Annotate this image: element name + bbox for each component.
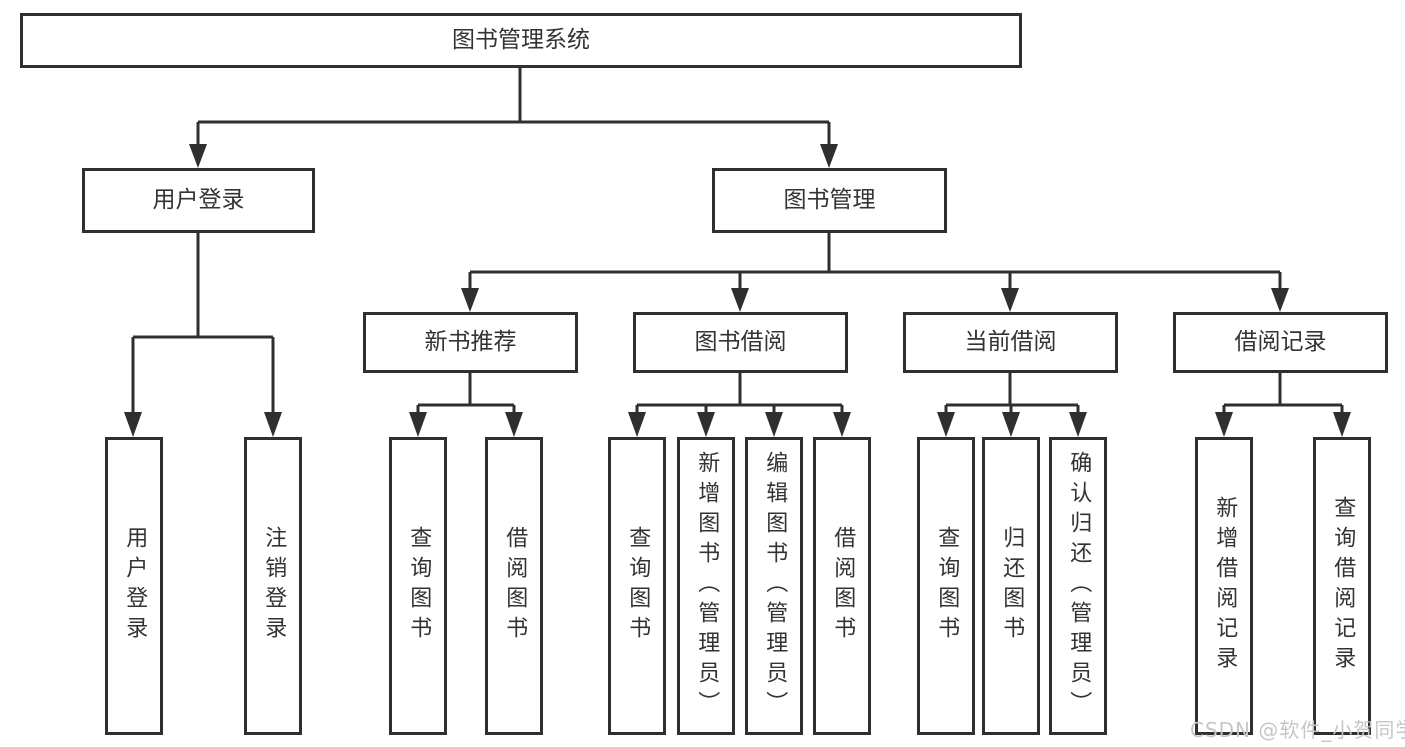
leaf-user-login: 用户登录 (105, 437, 163, 735)
leaf-query-books-current: 查询图书 (917, 437, 975, 735)
leaf-borrow-books-recommend: 借阅图书 (485, 437, 543, 735)
edge-borrow-to-leaves (635, 373, 844, 414)
edge-recommend-to-leaves (416, 373, 516, 414)
arrowhead-icon (461, 288, 479, 312)
node-book-management: 图书管理 (712, 168, 947, 233)
arrowhead-icon (937, 412, 955, 437)
leaf-add-borrow-record: 新增借阅记录 (1195, 437, 1253, 735)
leaf-query-books-borrow: 查询图书 (608, 437, 666, 735)
node-borrow-records: 借阅记录 (1173, 312, 1388, 373)
edge-records-to-leaves (1222, 373, 1344, 414)
edge-book-management-to-level3 (468, 233, 1282, 290)
leaf-edit-book-admin: 编辑图书（管理员） (745, 437, 803, 735)
leaf-confirm-return-admin: 确认归还（管理员） (1049, 437, 1107, 735)
node-book-borrow: 图书借阅 (633, 312, 848, 373)
leaf-borrow-books: 借阅图书 (813, 437, 871, 735)
arrowhead-icon (1333, 412, 1351, 437)
arrowhead-icon (1001, 288, 1019, 312)
arrowhead-icon (409, 412, 427, 437)
arrowhead-icon (731, 288, 749, 312)
node-new-book-recommend: 新书推荐 (363, 312, 578, 373)
csdn-watermark: CSDN @软件_小贺同学 (1190, 718, 1405, 742)
leaf-logout-login: 注销登录 (244, 437, 302, 735)
arrowhead-icon (1002, 412, 1020, 437)
node-system-root: 图书管理系统 (20, 13, 1022, 68)
arrowhead-icon (1271, 288, 1289, 312)
arrowhead-icon (124, 412, 142, 437)
edge-root-to-level2 (196, 68, 831, 146)
arrowhead-icon (765, 412, 783, 437)
arrowhead-icon (628, 412, 646, 437)
arrowhead-icon (833, 412, 851, 437)
arrowhead-icon (820, 144, 838, 168)
leaf-add-book-admin: 新增图书（管理员） (677, 437, 735, 735)
leaf-query-borrow-record: 查询借阅记录 (1313, 437, 1371, 735)
leaf-query-books-recommend: 查询图书 (389, 437, 447, 735)
arrowhead-icon (1069, 412, 1087, 437)
edge-current-to-leaves (944, 373, 1080, 414)
node-current-borrow: 当前借阅 (903, 312, 1118, 373)
arrowhead-icon (189, 144, 207, 168)
node-user-login: 用户登录 (82, 168, 315, 233)
arrowhead-icon (505, 412, 523, 437)
arrowhead-icon (697, 412, 715, 437)
edge-user-login-to-leaves (131, 233, 275, 414)
arrowhead-icon (1215, 412, 1233, 437)
leaf-return-book: 归还图书 (982, 437, 1040, 735)
arrowhead-icon (264, 412, 282, 437)
